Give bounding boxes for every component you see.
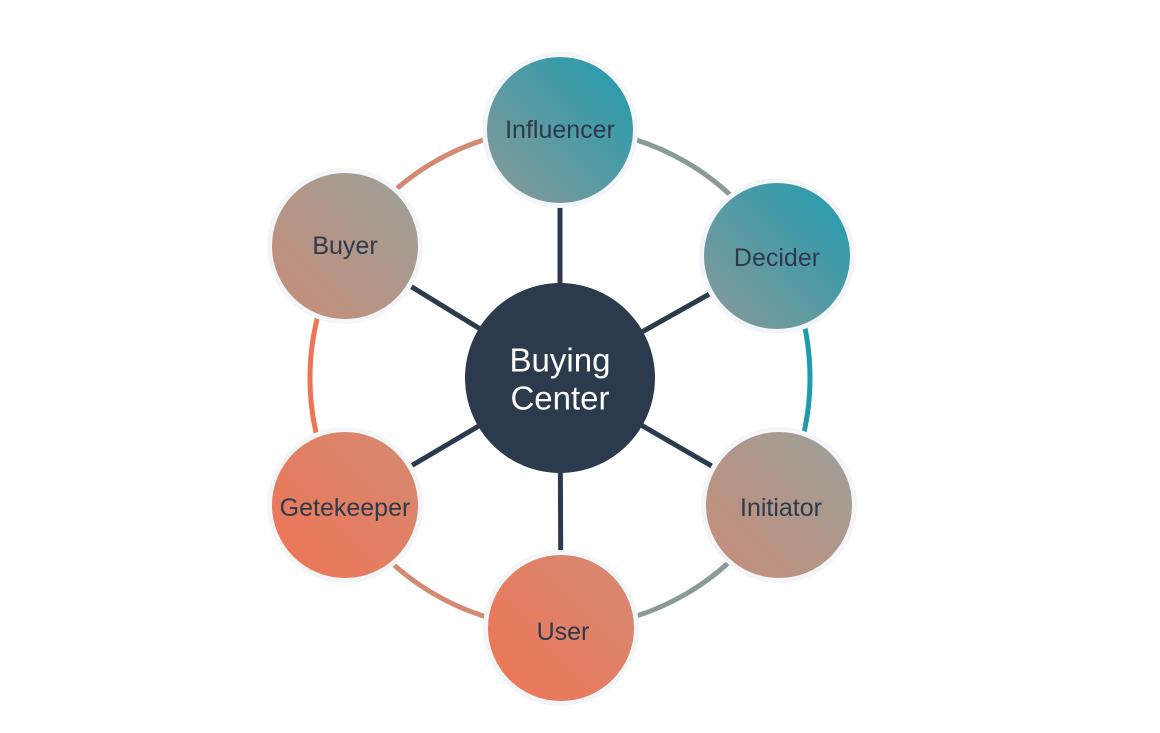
decider-circle	[704, 183, 850, 329]
getekeeper-circle	[272, 432, 418, 578]
influencer-circle	[487, 57, 633, 203]
decider-label: Decider	[734, 244, 820, 272]
getekeeper-label: Getekeeper	[280, 494, 411, 522]
center-circle	[465, 283, 655, 473]
user-circle	[488, 555, 634, 701]
node-initiator: Initiator	[701, 427, 857, 583]
node-getekeeper: Getekeeper	[267, 427, 423, 583]
center-hub: Buying Center	[465, 283, 655, 473]
node-user: User	[483, 550, 639, 706]
role-nodes: Influencer Decider Initiator User Geteke…	[267, 52, 857, 706]
initiator-circle	[706, 432, 852, 578]
node-decider: Decider	[699, 178, 855, 334]
user-label: User	[537, 618, 590, 646]
center-label-line2: Center	[510, 380, 609, 417]
initiator-label: Initiator	[740, 494, 822, 522]
buyer-label: Buyer	[312, 232, 377, 260]
influencer-label: Influencer	[505, 116, 615, 144]
node-buyer: Buyer	[267, 168, 423, 324]
buyer-circle	[272, 173, 418, 319]
center-label-line1: Buying	[510, 342, 611, 379]
node-influencer: Influencer	[482, 52, 638, 208]
